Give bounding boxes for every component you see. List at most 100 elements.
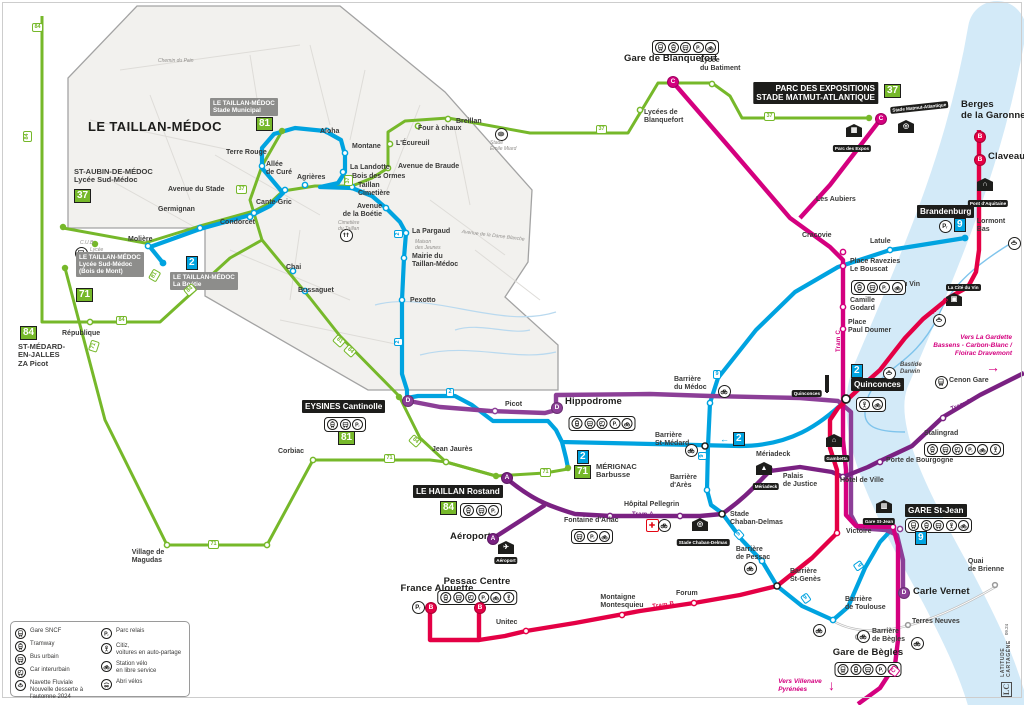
route-badge-blue: 9 — [954, 218, 966, 232]
train-icon — [908, 520, 919, 531]
legend-item: Tramway — [15, 641, 101, 652]
train-icon — [837, 664, 849, 675]
rail-line-core — [832, 585, 998, 632]
wine-landmark-icon: ▣ — [946, 293, 962, 306]
legend-item: Abri vélos — [101, 678, 185, 690]
line-chip: 37 — [344, 174, 353, 186]
place-label: France Alouette — [400, 583, 474, 594]
boat-icon — [1007, 236, 1021, 250]
stops-green — [86, 80, 716, 549]
terminus-badge: A — [501, 472, 513, 484]
stop-label: Picot — [505, 401, 523, 408]
services-icon-chip — [460, 503, 502, 518]
bike-icon — [101, 661, 112, 673]
stop-label: Mériadeck — [756, 451, 791, 458]
line-chip: 37 — [596, 125, 608, 134]
coach-icon — [596, 418, 608, 429]
pr-icon — [488, 505, 499, 516]
bike-icon — [657, 518, 671, 532]
stops-blue — [144, 127, 894, 624]
route-badge-green: 37 — [74, 189, 92, 203]
line-chip: 9 — [698, 451, 707, 460]
bus-icon — [339, 419, 351, 430]
route-tram-c-branch — [798, 118, 882, 220]
train-icon — [934, 375, 948, 389]
stream — [374, 301, 557, 356]
services-icon-chip — [834, 662, 902, 677]
direction-arrow-icon: → — [986, 359, 1000, 375]
stop-label: Les Aubiers — [816, 196, 856, 203]
line-chip: 37 — [236, 185, 248, 194]
cross-icon — [645, 518, 659, 532]
line-chip: 37 — [764, 112, 776, 121]
bus-icon — [584, 418, 595, 429]
bike-icon — [599, 531, 610, 542]
line-chip: 2 — [394, 229, 403, 238]
route-badge-blue: 2 — [577, 450, 589, 464]
train-icon — [655, 42, 666, 53]
publisher-name: LATITUDE CARTAGÈNE — [1000, 640, 1012, 677]
pr-icon — [352, 419, 363, 430]
citiz-icon — [502, 592, 514, 603]
legend-item-label: Gare SNCF — [30, 628, 62, 634]
bike-icon — [910, 636, 924, 650]
coach-icon — [952, 444, 963, 455]
boat-icon — [882, 366, 896, 380]
pr-icon — [609, 418, 620, 429]
stop-label: Avenue de Braude — [398, 163, 460, 170]
route-badge-green: 84 — [20, 326, 38, 340]
services-icon-chip — [324, 417, 366, 432]
landmark-chip: Stade Chaban-Delmas — [676, 539, 730, 547]
legend-item: Station vélo en libre service — [101, 661, 185, 675]
legend-item-label: Station vélo en libre service — [116, 661, 157, 674]
church-icon — [339, 228, 353, 242]
services-icon-chip — [437, 590, 517, 605]
stop-label: Breillan — [456, 118, 482, 125]
route-tram-b-stubs — [427, 607, 482, 643]
route-tram-c — [670, 79, 901, 705]
legend-item-label: Tramway — [30, 641, 55, 647]
stop-label: Stalingrad — [924, 430, 959, 437]
stop-label: Bois des Ormes — [352, 173, 406, 180]
landmark-chip: La Cité du Vin — [946, 284, 981, 292]
stop-label: L'Écureuil — [396, 140, 430, 147]
stops-tram-c — [839, 248, 897, 531]
route-liane-9 — [704, 235, 966, 623]
place-label: Claveau — [988, 151, 1024, 162]
services-icon-chip — [905, 518, 972, 533]
stadium-landmark-icon: ◎ — [898, 120, 914, 133]
bike-icon — [621, 418, 633, 429]
legend-item: Parc relais — [101, 628, 185, 639]
plane-landmark-icon: ✈ — [498, 541, 514, 554]
route-liane-2-branch — [559, 441, 571, 469]
stop-label: République — [62, 330, 101, 337]
legend-item: Bus urbain — [15, 654, 101, 665]
legend-item-label: Parc relais — [116, 628, 145, 634]
terminus-badge: A — [487, 533, 499, 545]
station-landmark-icon: ▥ — [876, 500, 892, 513]
area-label: LE TAILLAN-MÉDOC — [88, 119, 222, 134]
landmark-chip: Gare St-Jean — [862, 518, 896, 526]
legend-item: Navette Fluviale Nouvelle desserte à l'a… — [15, 680, 101, 701]
landmark-chip: Aéroport — [494, 557, 518, 565]
stop-label: La Landotte — [350, 164, 390, 171]
tram-icon — [927, 444, 938, 455]
route-badge-blue: 9 — [915, 531, 927, 545]
bike-icon — [891, 282, 903, 293]
stadium-icon — [494, 127, 508, 141]
stop-label: Jean Jaurès — [432, 446, 473, 453]
stop-label: Molière — [128, 236, 153, 243]
bike-icon — [743, 561, 757, 575]
